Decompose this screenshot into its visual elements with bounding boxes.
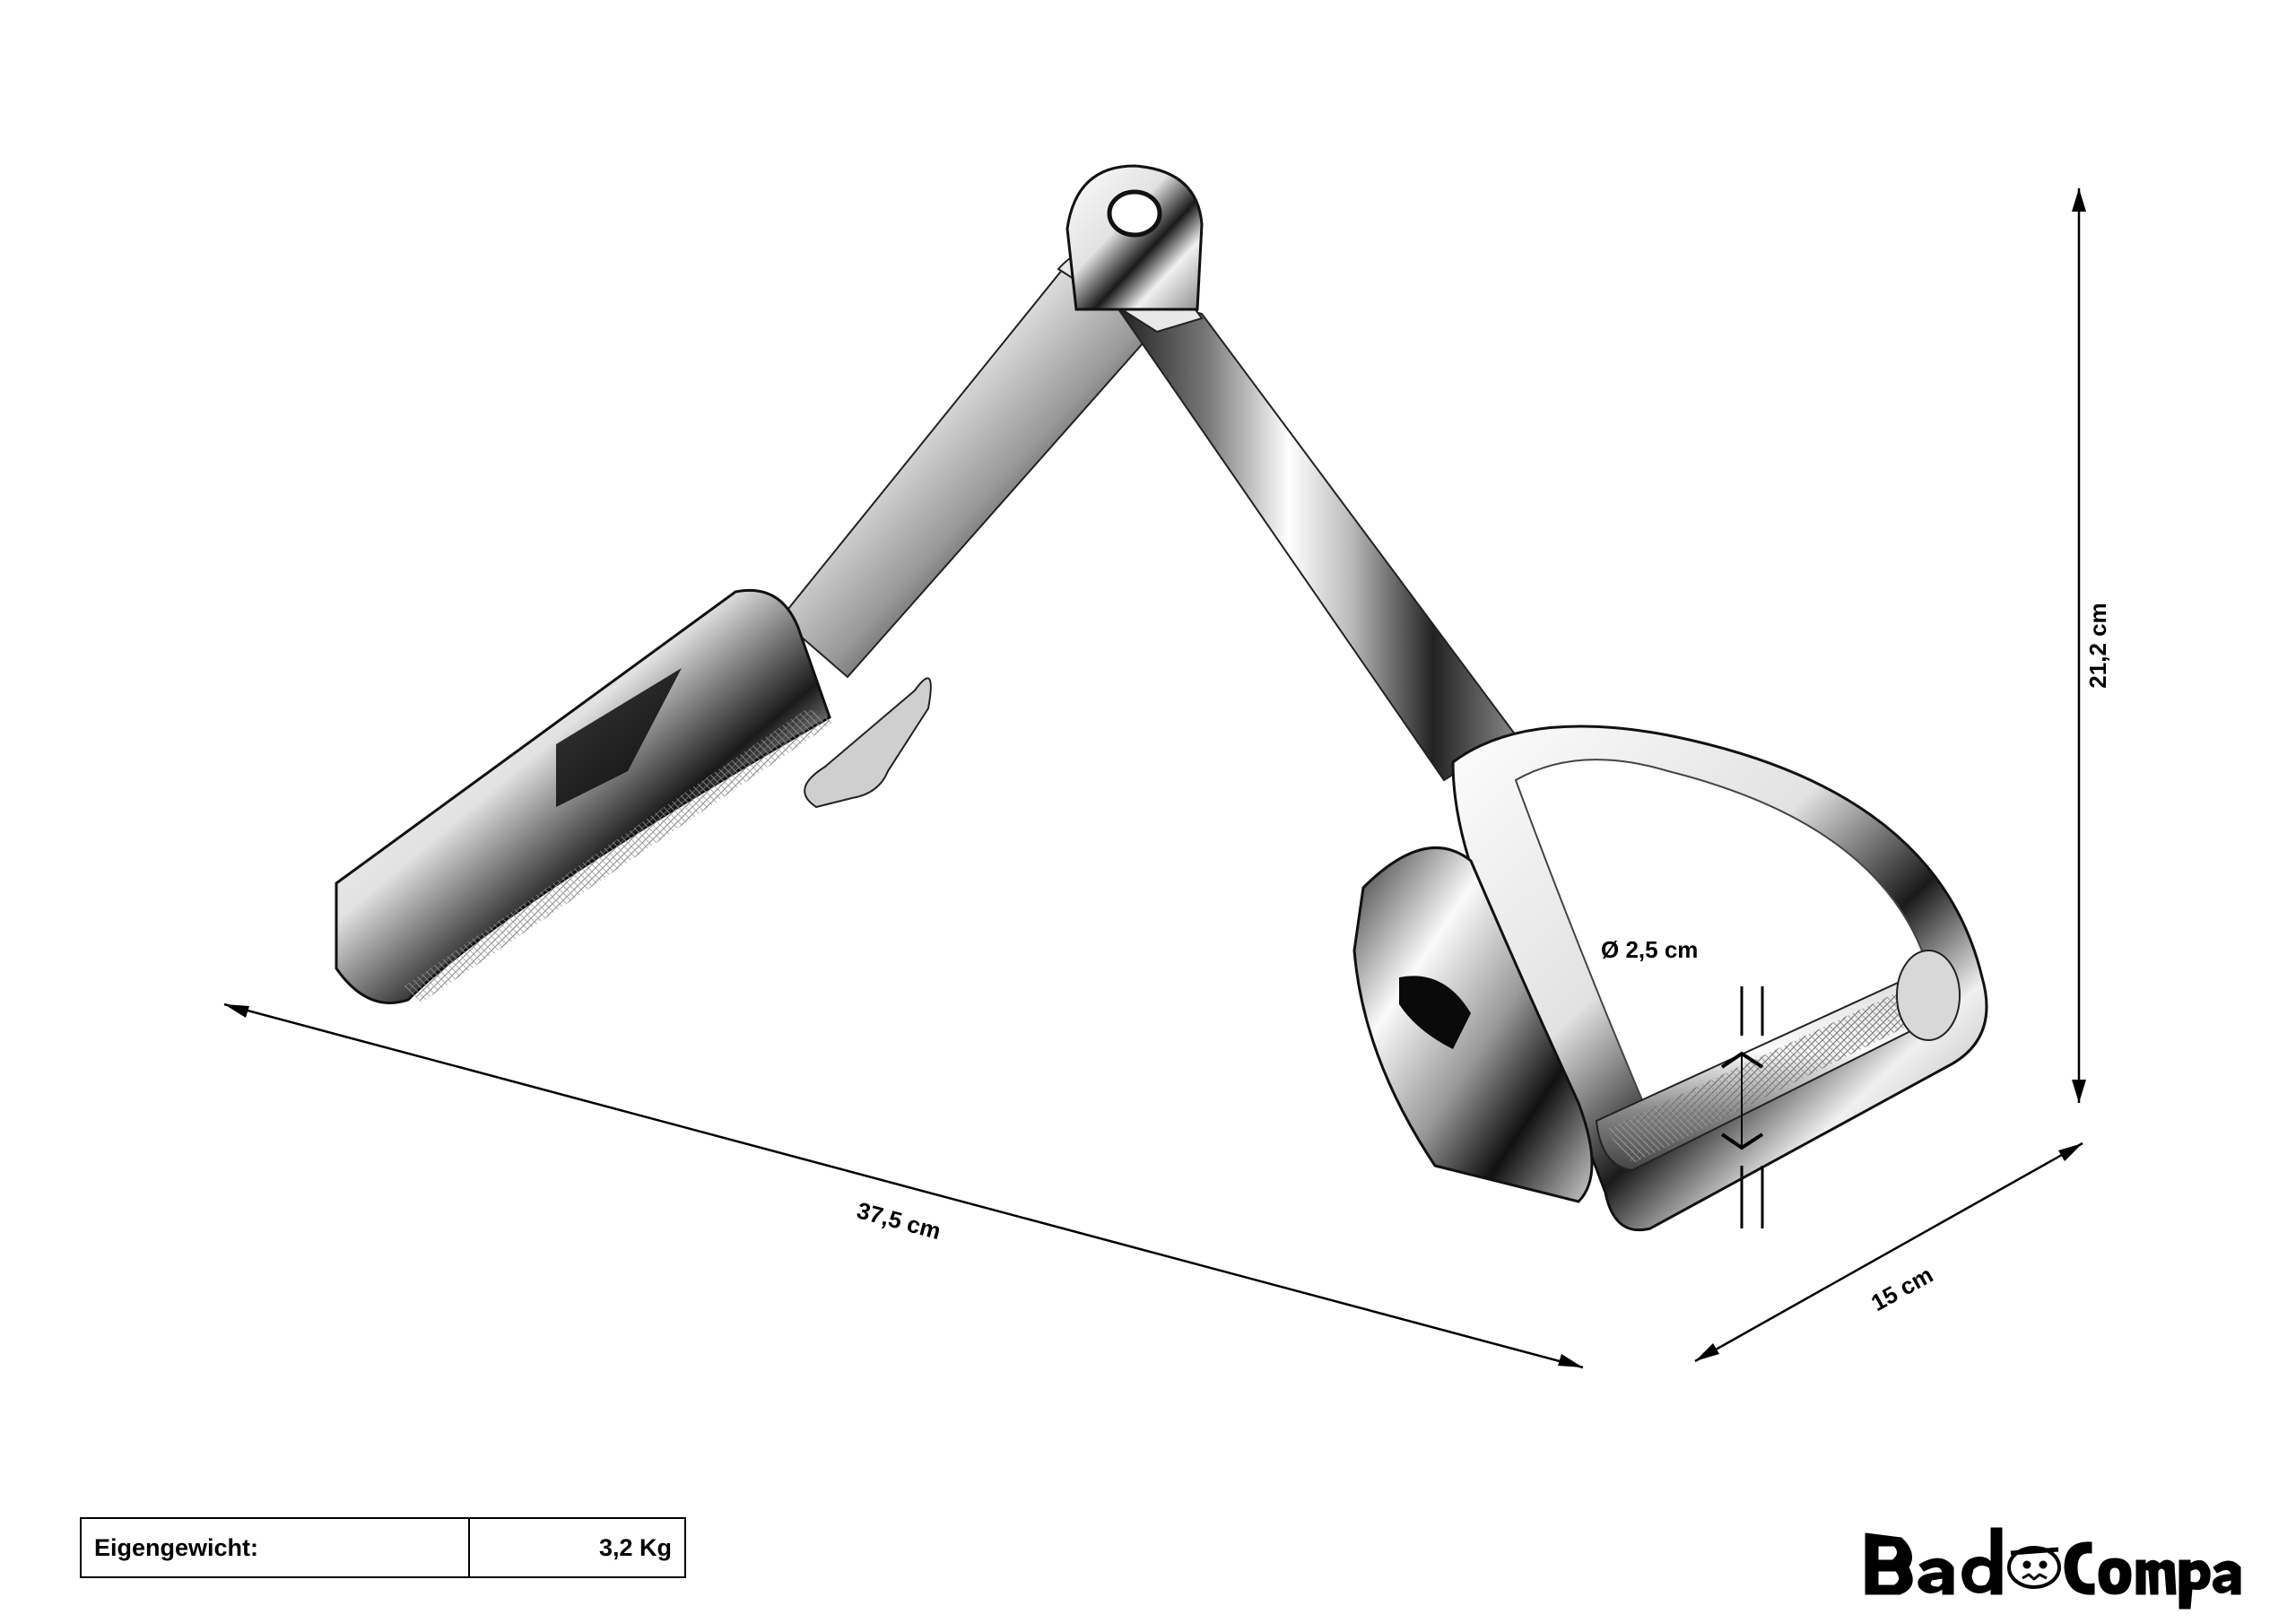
table-row: Eigengewicht: 3,2 Kg xyxy=(80,1517,686,1578)
weight-label: Eigengewicht: xyxy=(80,1517,470,1578)
weight-value: 3,2 Kg xyxy=(468,1517,686,1578)
dimension-height: 21,2 cm xyxy=(2072,188,2111,1103)
brand-logo xyxy=(1865,1527,2241,1610)
v-handle-illustration xyxy=(335,164,1988,1232)
right-grip-loop xyxy=(1352,725,1988,1232)
left-grip-plate xyxy=(335,588,932,1004)
height-label: 21,2 cm xyxy=(2084,603,2111,688)
grip-diameter-label: Ø 2,5 cm xyxy=(1601,936,1698,963)
width-label: 15 cm xyxy=(1866,1261,1937,1316)
length-label: 37,5 cm xyxy=(854,1196,944,1245)
dimension-grip-diameter: Ø 2,5 cm xyxy=(1601,936,1764,1228)
spec-table: Eigengewicht: 3,2 Kg xyxy=(80,1517,686,1578)
dimension-width: 15 cm xyxy=(1694,1141,2083,1363)
grip-bar xyxy=(1595,950,1961,1172)
mounting-eye xyxy=(1065,164,1204,311)
